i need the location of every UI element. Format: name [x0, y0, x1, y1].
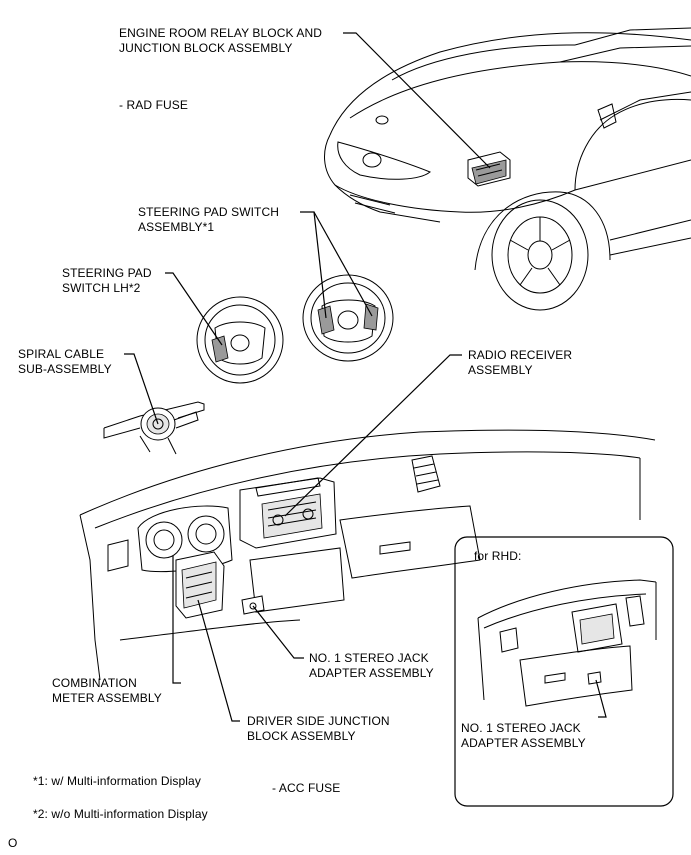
- inset-dashboard-illustration: [477, 579, 657, 707]
- label-stereo-jack: NO. 1 STEREO JACK ADAPTER ASSEMBLY: [309, 651, 434, 680]
- inset-frame: [454, 536, 674, 807]
- label-engine-room-relay-block: ENGINE ROOM RELAY BLOCK AND JUNCTION BLO…: [119, 26, 322, 55]
- figure-code: O: [8, 836, 18, 850]
- spiral-cable-illustration: [103, 401, 205, 455]
- label-spiral-cable: SPIRAL CABLE SUB-ASSEMBLY: [18, 347, 112, 376]
- vehicle-front-illustration: [324, 27, 691, 311]
- label-driver-side-junction-block: DRIVER SIDE JUNCTION BLOCK ASSEMBLY: [247, 714, 390, 743]
- label-steering-pad-switch: STEERING PAD SWITCH ASSEMBLY*1: [138, 205, 280, 234]
- label-combination-meter: COMBINATION METER ASSEMBLY: [52, 676, 162, 705]
- inset-title: for RHD:: [474, 549, 522, 563]
- footnote-1: *1: w/ Multi-information Display: [33, 774, 201, 788]
- leader-lines: [124, 32, 607, 722]
- label-steering-pad-switch-lh: STEERING PAD SWITCH LH*2: [62, 266, 152, 295]
- footnote-2: *2: w/o Multi-information Display: [33, 807, 208, 821]
- label-acc-fuse: - ACC FUSE: [272, 781, 341, 795]
- inset-label-stereo-jack: NO. 1 STEREO JACK ADAPTER ASSEMBLY: [461, 721, 586, 750]
- dashboard-illustration: [79, 429, 656, 681]
- steering-wheel-lh-illustration: [196, 296, 284, 384]
- steering-wheel-illustration: [302, 274, 394, 362]
- label-rad-fuse: - RAD FUSE: [119, 98, 189, 112]
- label-radio-receiver: RADIO RECEIVER ASSEMBLY: [468, 348, 573, 377]
